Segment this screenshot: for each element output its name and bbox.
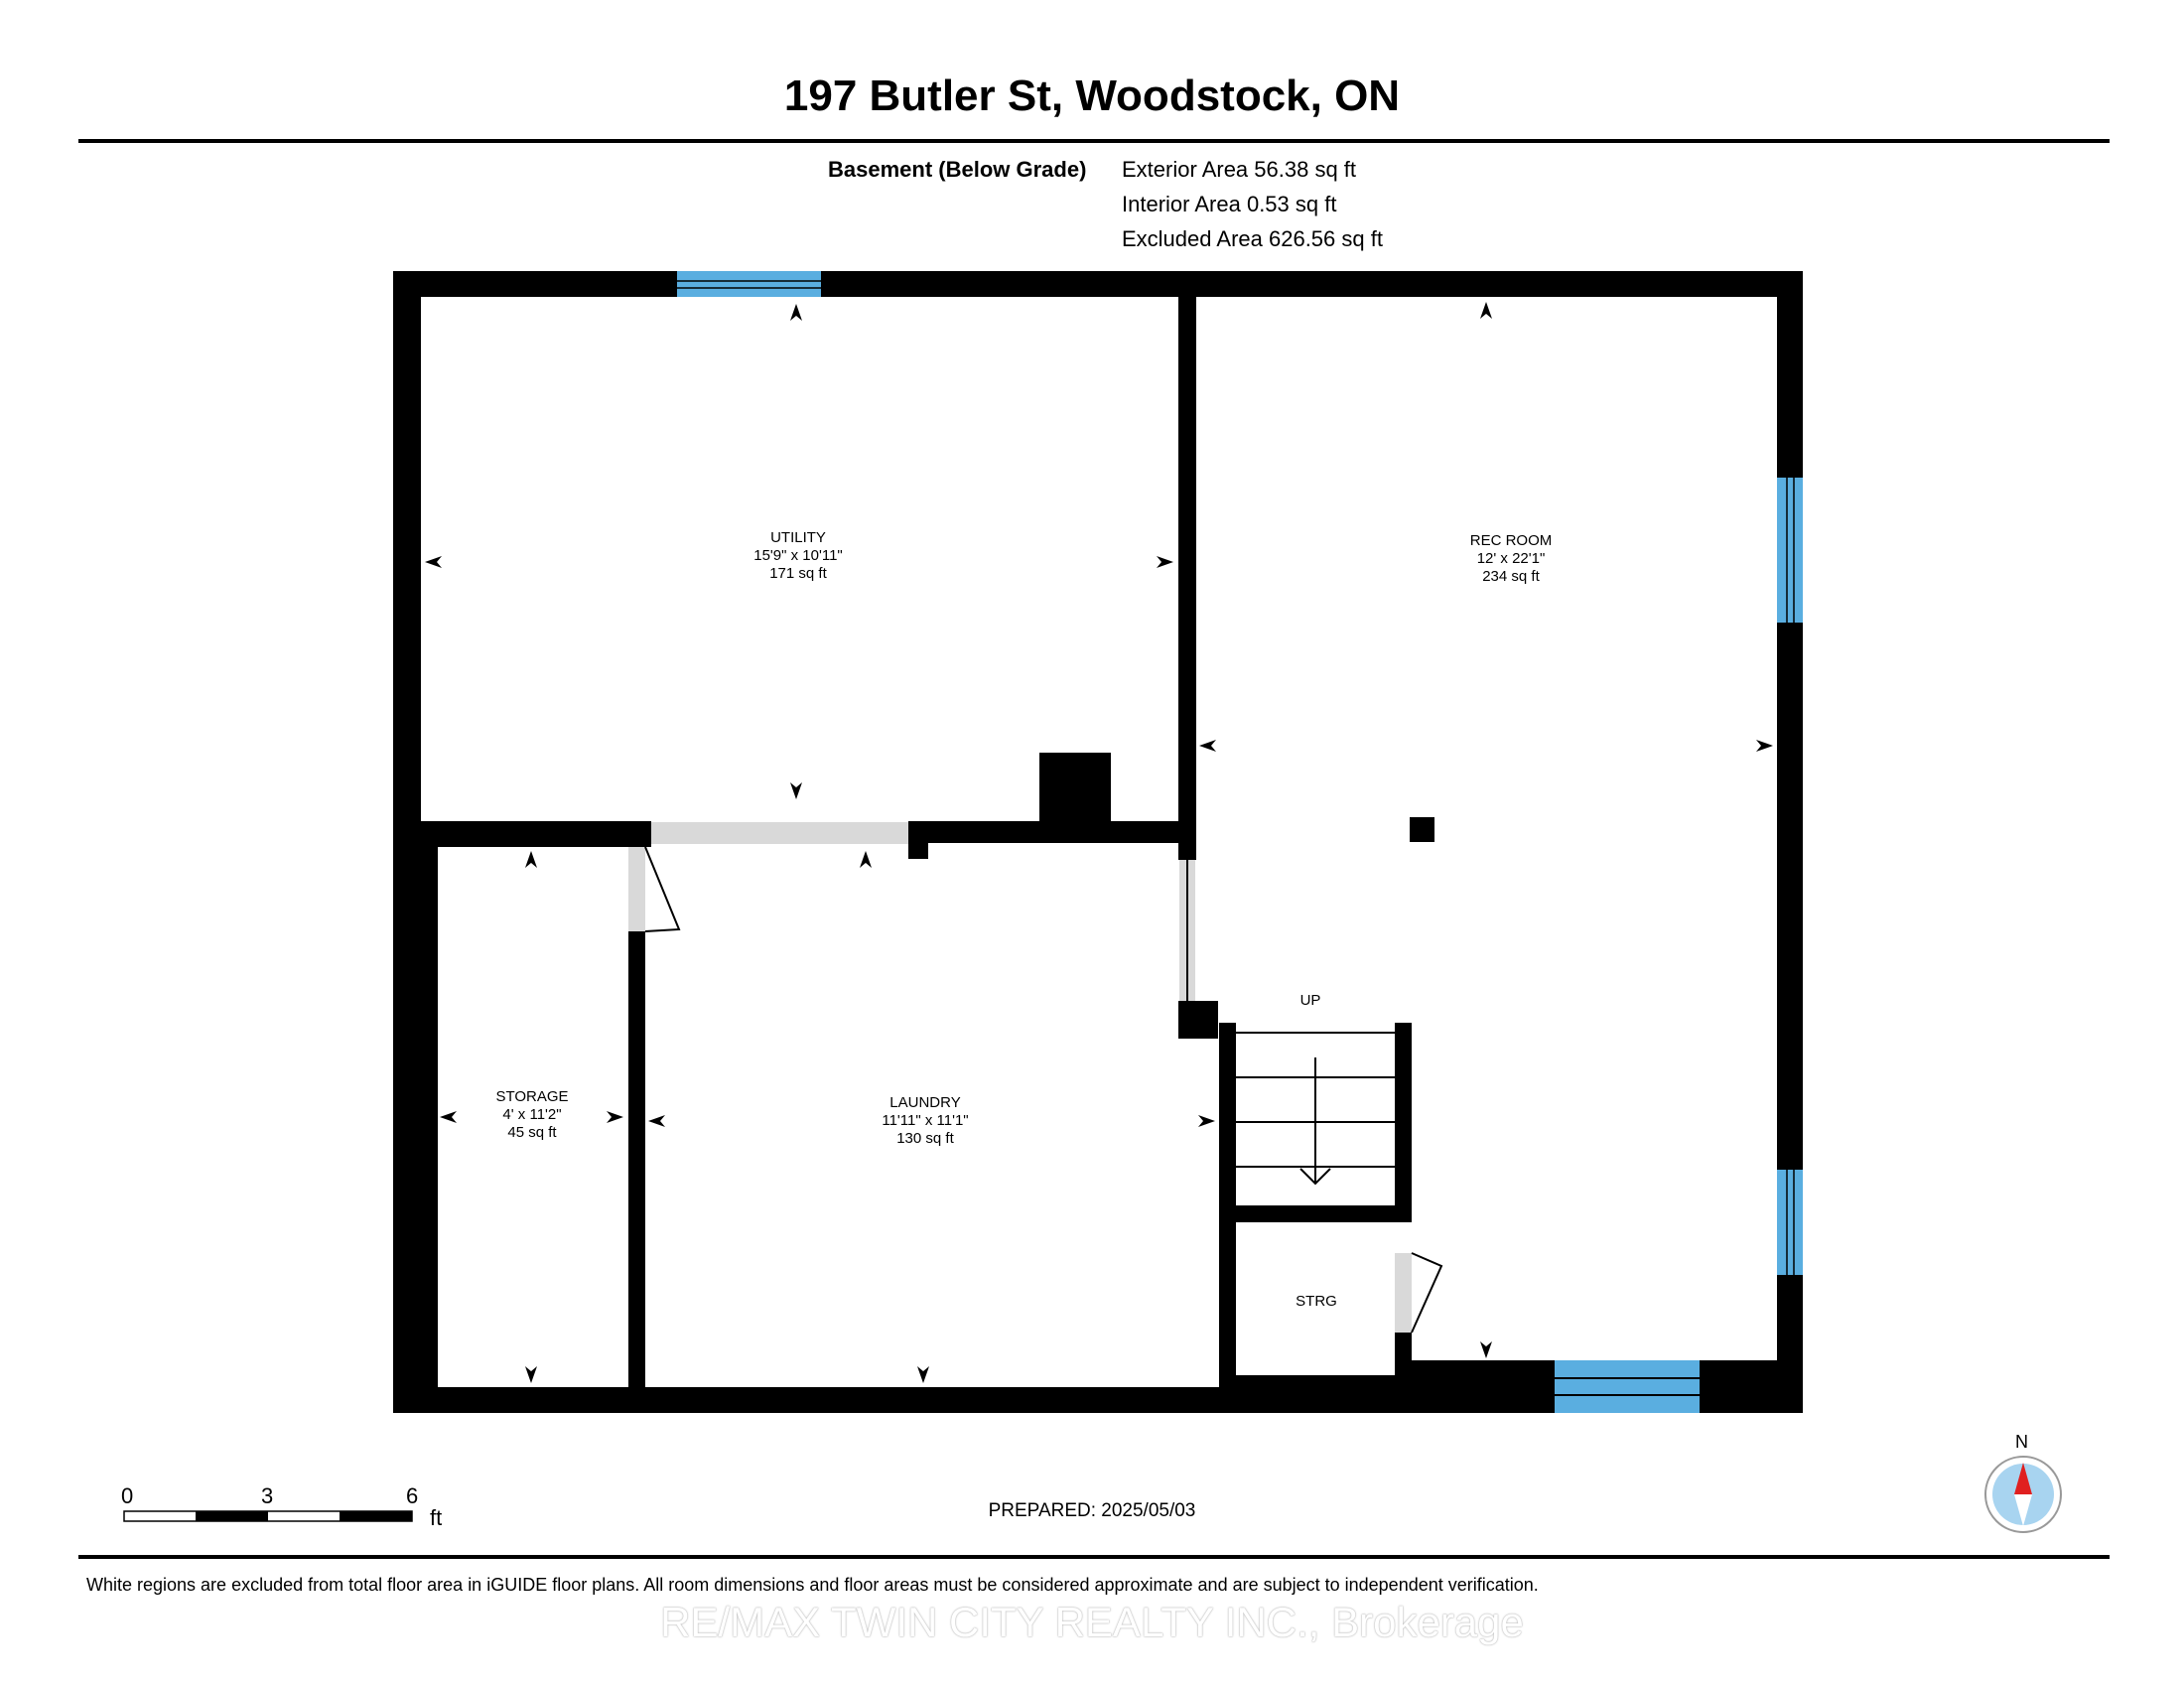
door-strg [1395,1253,1412,1333]
wall-stair-strg [1219,1205,1412,1222]
scale-tick-6: 6 [406,1483,419,1508]
interior-walls [410,294,1792,1395]
room-strg: STRG [1296,1293,1337,1310]
room-name: LAUNDRY [889,1094,961,1111]
scale-tick-0: 0 [121,1483,134,1508]
exterior-area: Exterior Area 56.38 sq ft [1122,157,1357,182]
door-storage [628,847,645,931]
room-storage: STORAGE 4' x 11'2" 45 sq ft [433,1088,631,1142]
prepared-date: PREPARED: 2025/05/03 [988,1500,1196,1521]
wall-stair-right [1395,1023,1412,1211]
wall-utility-rec [1178,294,1196,860]
header-divider [78,139,2110,143]
wall-storage-left [410,847,438,1388]
opening-utility-laundry [651,822,908,844]
interior-area: Interior Area 0.53 sq ft [1122,192,1337,216]
post [1410,817,1434,842]
room-laundry: LAUNDRY 11'11" x 11'1" 130 sq ft [826,1094,1024,1148]
floor-name: Basement (Below Grade) [828,157,1087,182]
door-swing-storage [644,846,681,932]
compass-north-label: N [2015,1432,2028,1452]
wall-stub-laundry [908,821,928,859]
page-title: 197 Butler St, Woodstock, ON [783,71,1401,120]
dimension-arrows [425,302,1773,1383]
chimney [1039,753,1111,826]
wall-corner-stair [1178,1001,1218,1039]
room-dims: 12' x 22'1" [1476,550,1546,567]
stairs [1236,1032,1395,1186]
wall-utility-storage [417,821,651,847]
wall-storage-laundry [628,931,645,1390]
room-area: 45 sq ft [507,1124,557,1141]
watermark: RE/MAX TWIN CITY REALTY INC., Brokerage [660,1599,1524,1645]
room-utility: UTILITY 15'9" x 10'11" 171 sq ft [699,529,897,583]
room-dims: 4' x 11'2" [502,1106,562,1123]
room-area: 130 sq ft [896,1130,954,1147]
wall-utility-laundry [926,821,1184,843]
scale-tick-3: 3 [261,1483,274,1508]
wall-top [393,271,1803,297]
compass [1984,1456,2062,1533]
door-swing-strg [1411,1252,1443,1334]
room-name: REC ROOM [1469,532,1553,549]
room-name: UTILITY [770,529,826,546]
excluded-area: Excluded Area 626.56 sq ft [1122,226,1383,251]
room-area: 234 sq ft [1482,568,1540,585]
room-rec-room: REC ROOM 12' x 22'1" 234 sq ft [1412,532,1610,586]
stairs-label: UP [1299,992,1321,1009]
room-dims: 15'9" x 10'11" [753,547,843,564]
scale-bar [123,1510,413,1522]
room-name: STORAGE [495,1088,569,1105]
room-area: 171 sq ft [769,565,827,582]
disclaimer: White regions are excluded from total fl… [86,1575,1539,1595]
scale-unit: ft [430,1505,443,1530]
windows [677,271,1803,1413]
footer-divider [78,1555,2110,1559]
room-dims: 11'11" x 11'1" [882,1112,969,1129]
wall-strg-bottom [1219,1375,1412,1393]
